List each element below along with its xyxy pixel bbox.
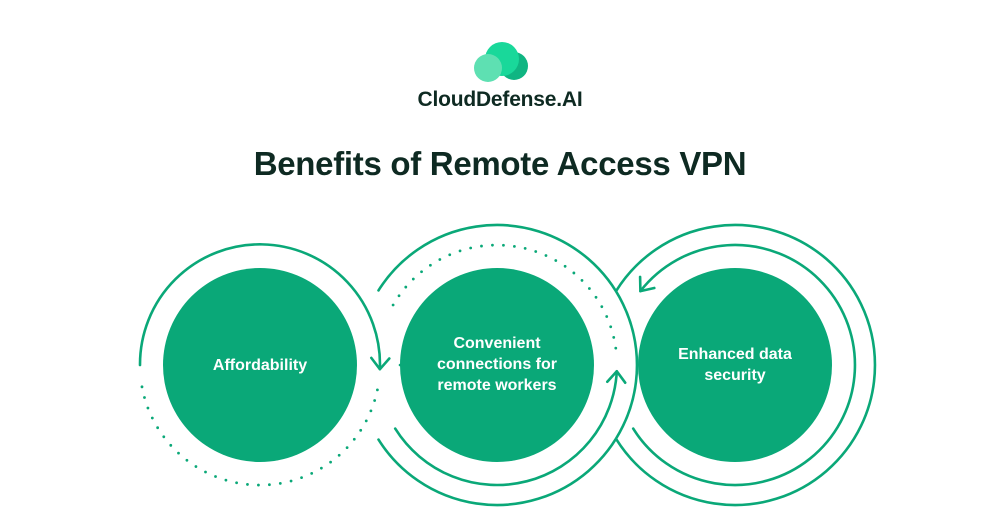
outer-ring-2 [377,223,639,507]
cloud-front-circle [474,54,502,82]
benefit-1-line-1: Affordability [212,357,308,374]
inner-arc-2 [393,370,619,487]
inner-arc-3 [631,243,857,487]
cloud-logo-icon [474,42,528,82]
benefit-2-line-1: Convenient [453,335,541,352]
page-title: Benefits of Remote Access VPN [253,145,747,182]
dotted-arc-2 [391,243,618,350]
outer-ring-3 [615,223,877,507]
inner-arc-1 [138,243,382,371]
benefit-3-line-2: security [704,367,766,384]
benefit-circle-enhanced-security [638,268,832,462]
benefit-label-affordability: Affordability [170,355,350,376]
arrow-head-3-icon [638,275,656,293]
arrow-head-2-icon [606,370,627,384]
brand-name: CloudDefense.AI [417,88,583,111]
benefit-label-enhanced-security: Enhanced data security [645,344,825,386]
arrow-head-1-icon [370,356,391,371]
benefit-3-line-1: Enhanced data [678,346,792,363]
benefit-circle-affordability [163,268,357,462]
benefit-circle-convenient-connections [400,268,594,462]
benefit-label-convenient-connections: Convenient connections for remote worker… [407,333,587,396]
benefit-2-line-3: remote workers [437,377,557,394]
benefit-2-line-2: connections for [436,356,557,373]
dotted-arc-1 [140,384,379,487]
